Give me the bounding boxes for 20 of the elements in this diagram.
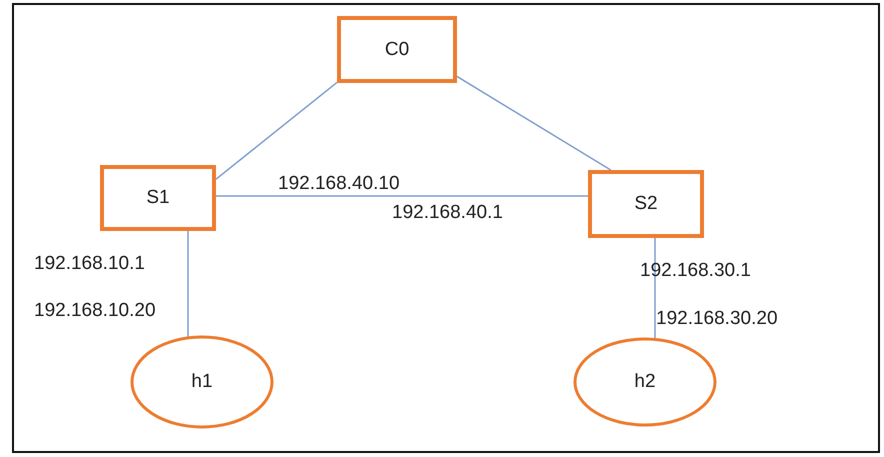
ip-address-label: 192.168.10.20 [34,300,156,322]
link-line [456,76,612,171]
node-label: C0 [384,38,410,60]
node-label: S2 [634,193,658,215]
ip-address-label: 192.168.40.10 [278,173,400,195]
node-label: h1 [191,371,213,393]
switch-box [337,16,457,83]
switch-box [100,165,216,231]
host-node [573,337,717,427]
host-node [130,335,274,429]
link-line [654,238,656,338]
link-line [187,231,189,337]
node-label: S1 [146,187,170,209]
ip-address-label: 192.168.30.20 [656,308,778,330]
ip-address-label: 192.168.40.1 [392,202,503,224]
node-label: h2 [634,371,656,393]
ip-address-label: 192.168.10.1 [34,253,145,275]
link-line [216,195,588,197]
switch-box [588,170,704,238]
link-line [216,82,338,180]
